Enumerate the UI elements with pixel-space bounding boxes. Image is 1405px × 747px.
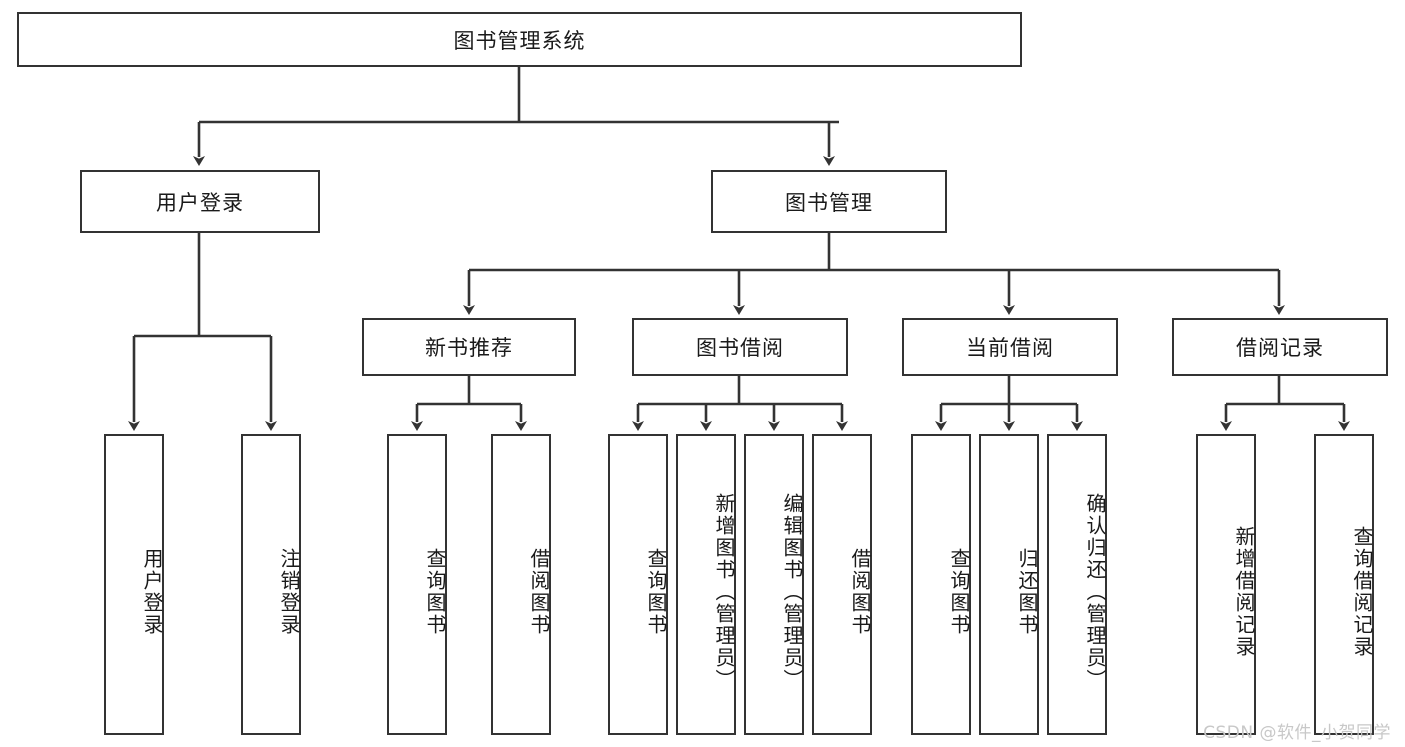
watermark-text: CSDN @软件_小贺同学 (1203, 723, 1391, 743)
node-label: 新增借阅记录 (1232, 525, 1256, 658)
node-label: 查询图书 (644, 547, 668, 636)
leaf-user-login[interactable]: 用户登录 (104, 434, 164, 735)
node-label: 查询借阅记录 (1350, 525, 1374, 658)
node-label: 用户登录 (156, 190, 244, 215)
node-label: 图书借阅 (696, 336, 784, 360)
node-label: 借阅记录 (1236, 336, 1324, 360)
leaf-add-borrow-record[interactable]: 新增借阅记录 (1196, 434, 1256, 735)
node-new-book-recommend[interactable]: 新书推荐 (362, 318, 576, 376)
node-label: 归还图书 (1015, 547, 1039, 636)
node-book-manage[interactable]: 图书管理 (711, 170, 947, 233)
node-label: 新书推荐 (425, 336, 513, 360)
node-label: 图书管理 (785, 190, 873, 215)
node-borrow-record[interactable]: 借阅记录 (1172, 318, 1388, 376)
node-label: 新增图书（管理员） (712, 492, 736, 691)
node-label: 注销登录 (277, 547, 301, 636)
leaf-confirm-return-admin[interactable]: 确认归还（管理员） (1047, 434, 1107, 735)
node-book-borrow[interactable]: 图书借阅 (632, 318, 848, 376)
leaf-add-book-admin[interactable]: 新增图书（管理员） (676, 434, 736, 735)
node-label: 图书管理系统 (453, 28, 586, 53)
node-label: 编辑图书（管理员） (780, 492, 804, 691)
node-label: 借阅图书 (527, 547, 551, 636)
node-current-borrow[interactable]: 当前借阅 (902, 318, 1118, 376)
leaf-edit-book-admin[interactable]: 编辑图书（管理员） (744, 434, 804, 735)
leaf-query-book-current[interactable]: 查询图书 (911, 434, 971, 735)
leaf-borrow-book-recommend[interactable]: 借阅图书 (491, 434, 551, 735)
node-label: 借阅图书 (848, 547, 872, 636)
node-label: 当前借阅 (966, 336, 1054, 360)
leaf-return-book[interactable]: 归还图书 (979, 434, 1039, 735)
node-user-login[interactable]: 用户登录 (80, 170, 320, 233)
leaf-query-borrow-record[interactable]: 查询借阅记录 (1314, 434, 1374, 735)
leaf-borrow-book[interactable]: 借阅图书 (812, 434, 872, 735)
node-label: 用户登录 (140, 547, 164, 636)
leaf-query-book-borrow[interactable]: 查询图书 (608, 434, 668, 735)
node-label: 确认归还（管理员） (1083, 492, 1107, 691)
leaf-logout-login[interactable]: 注销登录 (241, 434, 301, 735)
leaf-query-book-recommend[interactable]: 查询图书 (387, 434, 447, 735)
node-label: 查询图书 (947, 547, 971, 636)
node-root-system[interactable]: 图书管理系统 (17, 12, 1022, 67)
node-label: 查询图书 (423, 547, 447, 636)
